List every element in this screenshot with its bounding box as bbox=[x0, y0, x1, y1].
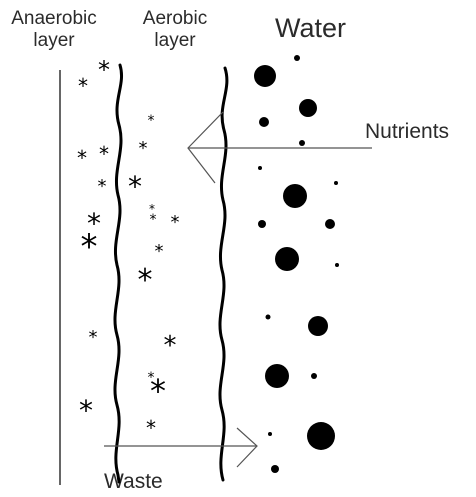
particle bbox=[271, 465, 279, 473]
microbe-icon: * bbox=[148, 113, 155, 129]
microbe-icon: * bbox=[150, 212, 157, 228]
particle bbox=[334, 181, 338, 185]
particle bbox=[254, 65, 276, 87]
biofilm-water-boundary bbox=[220, 68, 227, 480]
particle bbox=[307, 422, 335, 450]
microbe-icon: * bbox=[139, 138, 148, 159]
microorganisms: * * * * * * * * * * * * * * * * * * * * … bbox=[77, 56, 180, 440]
waste-arrowhead bbox=[237, 428, 257, 467]
microbe-icon: * bbox=[138, 263, 153, 298]
particle bbox=[335, 263, 339, 267]
microbe-icon: * bbox=[78, 74, 88, 98]
particle bbox=[283, 184, 307, 208]
microbe-icon: * bbox=[98, 56, 110, 84]
microbe-icon: * bbox=[171, 212, 180, 233]
particle bbox=[294, 55, 300, 61]
particle bbox=[308, 316, 328, 336]
microbe-icon: * bbox=[77, 146, 87, 170]
microbe-icon: * bbox=[89, 327, 98, 348]
anaerobic-aerobic-boundary bbox=[115, 65, 122, 482]
microbe-icon: * bbox=[79, 394, 93, 427]
microbe-icon: * bbox=[150, 372, 166, 410]
particle bbox=[258, 220, 266, 228]
particle bbox=[299, 99, 317, 117]
water-particles bbox=[254, 55, 339, 473]
microbe-icon: * bbox=[155, 241, 164, 262]
microbe-icon: * bbox=[146, 416, 156, 440]
microbe-icon: * bbox=[128, 170, 142, 203]
particle bbox=[268, 432, 272, 436]
microbe-icon: * bbox=[81, 227, 98, 267]
particle bbox=[265, 364, 289, 388]
particle bbox=[299, 140, 305, 146]
microbe-icon: * bbox=[164, 331, 177, 361]
particle bbox=[311, 373, 317, 379]
particle bbox=[266, 315, 271, 320]
microbe-icon: * bbox=[98, 176, 107, 197]
microbe-icon: * bbox=[99, 142, 109, 166]
particle bbox=[259, 117, 269, 127]
particle bbox=[325, 219, 335, 229]
particle bbox=[275, 247, 299, 271]
particle bbox=[258, 166, 262, 170]
